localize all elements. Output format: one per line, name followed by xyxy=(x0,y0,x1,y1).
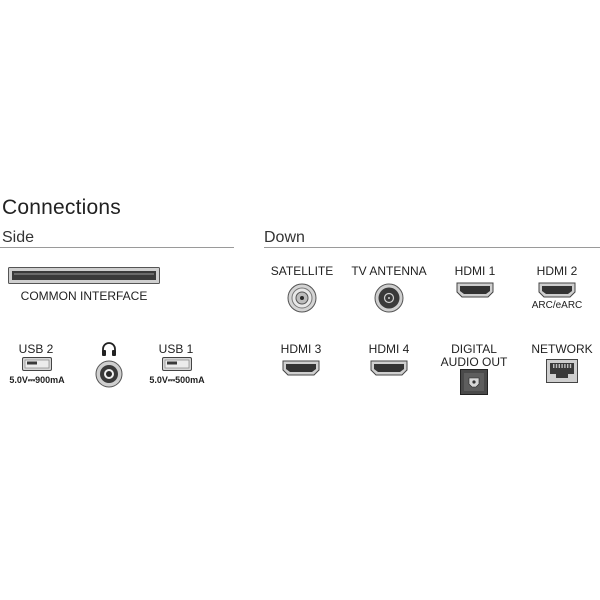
network-label: NETWORK xyxy=(531,342,593,356)
satellite-label: SATELLITE xyxy=(270,264,334,278)
optical-port-icon xyxy=(460,369,488,395)
usb1-spec: 5.0V⎓500mA xyxy=(149,375,205,385)
headphones-icon xyxy=(102,342,116,356)
side-divider xyxy=(0,247,234,248)
hdmi1-label: HDMI 1 xyxy=(454,264,496,278)
hdmi3-port-icon xyxy=(282,360,320,376)
hdmi4-port-icon xyxy=(370,360,408,376)
hdmi4-label: HDMI 4 xyxy=(368,342,410,356)
usb1-port-icon xyxy=(162,357,192,371)
usb2-spec: 5.0V⎓900mA xyxy=(9,375,65,385)
ethernet-port-icon xyxy=(546,359,578,383)
usb2-label: USB 2 xyxy=(18,342,54,356)
tv-antenna-connector-icon xyxy=(374,283,404,313)
digital-audio-out-label-line2: AUDIO OUT xyxy=(440,355,508,369)
hdmi2-label: HDMI 2 xyxy=(536,264,578,278)
section-down-heading: Down xyxy=(264,229,305,246)
hdmi2-arc-label: ARC/eARC xyxy=(531,300,583,311)
hdmi3-label: HDMI 3 xyxy=(280,342,322,356)
common-interface-label: COMMON INTERFACE xyxy=(20,289,148,303)
hdmi1-port-icon xyxy=(456,282,494,298)
section-side-heading: Side xyxy=(2,229,35,246)
tv-antenna-label: TV ANTENNA xyxy=(351,264,427,278)
digital-audio-out-label-line1: DIGITAL xyxy=(451,342,497,356)
satellite-connector-icon xyxy=(287,283,317,313)
common-interface-slot-icon xyxy=(8,267,160,284)
hdmi2-port-icon xyxy=(538,282,576,298)
usb1-label: USB 1 xyxy=(158,342,194,356)
page-title: Connections xyxy=(2,196,121,219)
headphone-jack-icon xyxy=(95,360,123,388)
usb2-port-icon xyxy=(22,357,52,371)
down-divider xyxy=(264,247,600,248)
